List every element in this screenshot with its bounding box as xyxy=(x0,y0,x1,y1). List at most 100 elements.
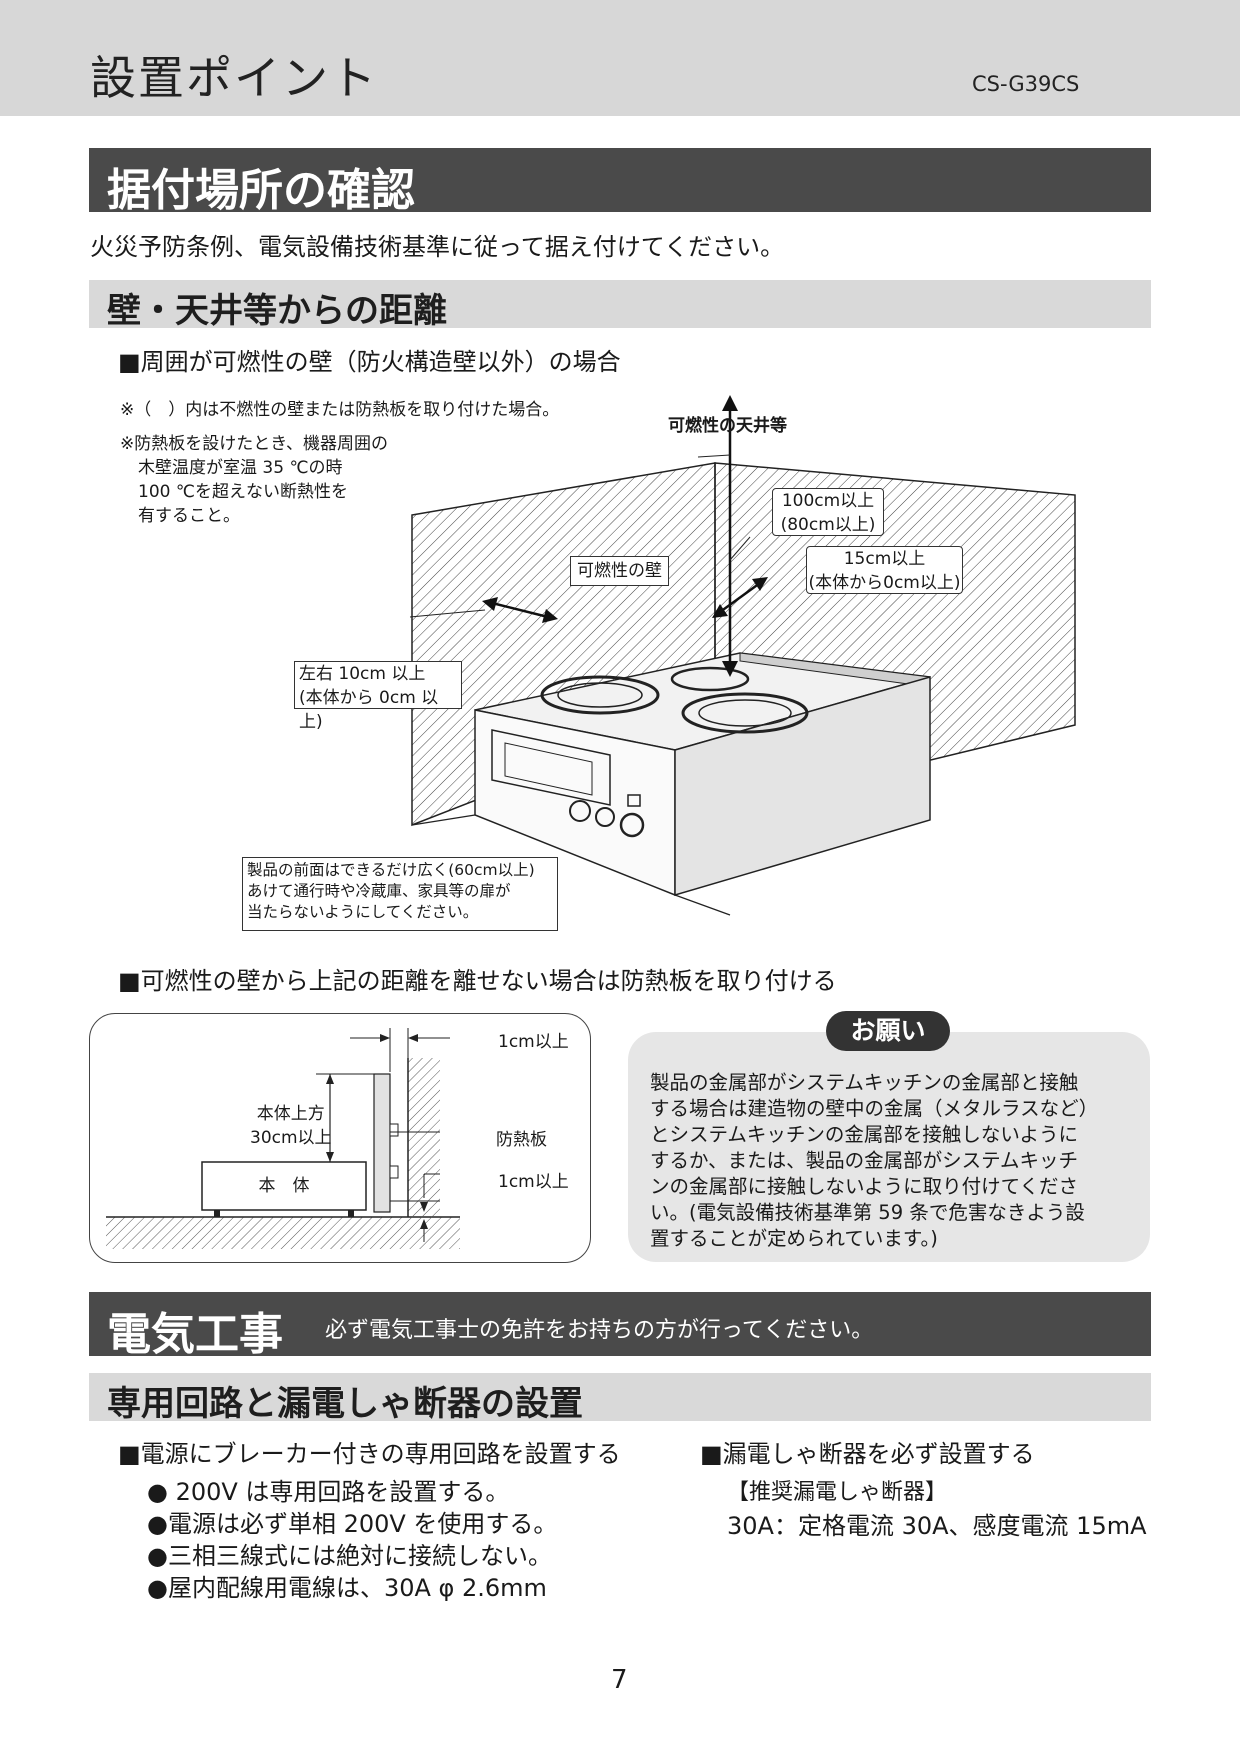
spacer xyxy=(389,1123,399,1137)
label-line: 15cm以上 xyxy=(843,549,926,569)
electrical-title-bar: 電気工事 必ず電気工事士の免許をお持ちの方が行ってください。 xyxy=(89,1292,1151,1360)
arrow-head-icon xyxy=(482,597,498,611)
note-line: ※防熱板を設けたとき、機器周囲の xyxy=(120,434,389,454)
list-item: ● 200V は専用回路を設置する。 xyxy=(147,1478,510,1506)
arrow-head-icon xyxy=(326,1074,334,1084)
section-title: 据付場所の確認 xyxy=(107,165,415,216)
page-title: 設置ポイント xyxy=(90,51,378,105)
request-line: とシステムキッチンの金属部を接触しないように xyxy=(650,1123,1079,1146)
switch-icon xyxy=(627,794,641,807)
unit-foot xyxy=(348,1210,354,1217)
circuit-bullets: ● 200V は専用回路を設置する。 ●電源は必ず単相 200V を使用する。 … xyxy=(147,1472,558,1602)
burner-rear-icon xyxy=(670,666,750,692)
arrow-head-icon xyxy=(542,609,558,623)
circuit-subsection-title: 専用回路と漏電しゃ断器の設置 xyxy=(107,1384,583,1424)
request-line: するか、または、製品の金属部がシステムキッチ xyxy=(650,1149,1079,1172)
arrow-head-icon xyxy=(420,1219,428,1229)
electrical-title: 電気工事 xyxy=(107,1309,283,1360)
recommend-title: 【推奨漏電しゃ断器】 xyxy=(727,1480,948,1505)
knob-icon xyxy=(569,800,591,822)
label-line: 30cm以上 xyxy=(250,1128,332,1148)
electrical-note: 必ず電気工事士の免許をお持ちの方が行ってください。 xyxy=(325,1318,874,1343)
grill-window xyxy=(491,729,611,806)
model-number: CS-G39CS xyxy=(972,72,1080,96)
wall-label: 可燃性の壁 xyxy=(570,556,669,586)
list-item: ●屋内配線用電線は、30A φ 2.6mm xyxy=(147,1574,547,1602)
floor-line xyxy=(411,814,476,826)
label-line: 当たらないようにしてください。 xyxy=(247,903,479,921)
note-line: 有すること。 xyxy=(138,506,240,526)
label-line: 製品の前面はできるだけ広く(60cm以上) xyxy=(247,861,535,879)
unit-body xyxy=(201,1161,367,1211)
unit-body-label: 本 体 xyxy=(258,1176,310,1196)
unit-foot xyxy=(214,1210,220,1217)
recommend-value: 30A：定格電流 30A、感度電流 15mA xyxy=(727,1512,1147,1540)
request-badge: お願い xyxy=(826,1011,950,1051)
floor-line xyxy=(674,894,731,916)
header-bar xyxy=(0,0,1240,116)
label-line: あけて通行時や冷蔵庫、家具等の扉が xyxy=(247,882,511,900)
side-arrow xyxy=(491,601,549,619)
label-line: (本体から0cm以上) xyxy=(808,573,961,593)
subsection-bar: 壁・天井等からの距離 xyxy=(89,280,1151,331)
burner-right-inner xyxy=(698,699,792,727)
right-side xyxy=(674,676,931,897)
request-line: する場合は建造物の壁中の金属（メタルラスなど） xyxy=(650,1097,1099,1120)
section-title-bar: 据付場所の確認 xyxy=(89,148,1151,216)
above-distance-label: 100cm以上 (80cm以上) xyxy=(772,488,884,536)
note-brackets: ※（ ）内は不燃性の壁または防熱板を取り付けた場合。 xyxy=(120,400,560,420)
heat-plate xyxy=(373,1073,391,1213)
request-text: 製品の金属部がシステムキッチンの金属部と接触 する場合は建造物の壁中の金属（メタ… xyxy=(650,1070,1130,1252)
arrow-head-icon xyxy=(380,1034,390,1042)
case1-heading: ■周囲が可燃性の壁（防火構造壁以外）の場合 xyxy=(118,348,621,376)
knob-icon xyxy=(619,812,645,838)
side-distance-label: 左右 10cm 以上 (本体から 0cm 以上) xyxy=(294,661,462,732)
list-item: ●三相三線式には絶対に接続しない。 xyxy=(147,1542,552,1570)
burner-left-icon xyxy=(540,675,660,715)
gap-bottom-label: 1cm以上 xyxy=(498,1172,569,1192)
arrow-head-icon xyxy=(722,661,738,677)
burner-right-icon xyxy=(681,692,809,734)
arrow-head-icon xyxy=(326,1152,334,1162)
circuit-subsection-bar: 専用回路と漏電しゃ断器の設置 xyxy=(89,1373,1151,1424)
rear-arrow xyxy=(719,581,761,614)
label-line: (本体から 0cm 以上) xyxy=(299,688,439,732)
leader-line xyxy=(697,454,731,458)
arrow-head-icon xyxy=(712,604,728,618)
knob-icon xyxy=(595,807,615,827)
burner-left-inner xyxy=(557,682,643,708)
label-line: 本体上方 xyxy=(256,1104,325,1124)
heat-plate-diagram: 1cm以上 本体上方 30cm以上 防熱板 本 体 1cm以上 xyxy=(89,1013,591,1263)
note-heat-plate: ※防熱板を設けたとき、機器周囲の 木壁温度が室温 35 ℃の時 100 ℃を超え… xyxy=(120,432,450,528)
request-line: 置することが定められています。) xyxy=(650,1227,938,1250)
ceiling-label: 可燃性の天井等 xyxy=(668,416,787,436)
spacer xyxy=(389,1165,399,1179)
arrow-head-icon xyxy=(408,1034,418,1042)
leader-line xyxy=(409,609,486,618)
note-line: 100 ℃を超えない断熱性を xyxy=(138,482,348,502)
arrow-head-icon xyxy=(752,577,768,591)
leader-line xyxy=(729,536,751,561)
heat-plate-label: 防熱板 xyxy=(496,1130,547,1150)
back-distance-label: 15cm以上 (本体から0cm以上) xyxy=(806,546,963,594)
request-line: い。(電気設備技術基準第 59 条で危害なきよう設 xyxy=(650,1201,1085,1224)
label-line: 100cm以上 xyxy=(781,491,875,511)
subsection-title: 壁・天井等からの距離 xyxy=(107,291,447,331)
note-line: 木壁温度が室温 35 ℃の時 xyxy=(138,458,343,478)
heat-plate-svg xyxy=(106,1028,460,1249)
request-line: 製品の金属部がシステムキッチンの金属部と接触 xyxy=(650,1071,1079,1094)
gap-top-label: 1cm以上 xyxy=(498,1032,569,1052)
list-item: ●電源は必ず単相 200V を使用する。 xyxy=(147,1510,558,1538)
case2-heading: ■可燃性の壁から上記の距離を離せない場合は防熱板を取り付ける xyxy=(118,967,837,995)
grill-window-inner xyxy=(504,742,593,796)
request-line: ンの金属部に接触しないように取り付けてくださ xyxy=(650,1175,1079,1198)
front-clearance-note: 製品の前面はできるだけ広く(60cm以上) あけて通行時や冷蔵庫、家具等の扉が … xyxy=(242,857,558,931)
floor-hatch xyxy=(106,1217,460,1249)
above-height-label: 本体上方 30cm以上 xyxy=(250,1102,332,1150)
page-number: 7 xyxy=(611,1665,628,1695)
lead-text: 火災予防条例、電気設備技術基準に従って据え付けてください。 xyxy=(90,233,785,261)
circuit-heading: ■電源にブレーカー付きの専用回路を設置する xyxy=(118,1440,621,1468)
breaker-heading: ■漏電しゃ断器を必ず設置する xyxy=(700,1440,1035,1468)
arrow-head-icon xyxy=(420,1202,428,1212)
arrow-head-icon xyxy=(722,395,738,411)
